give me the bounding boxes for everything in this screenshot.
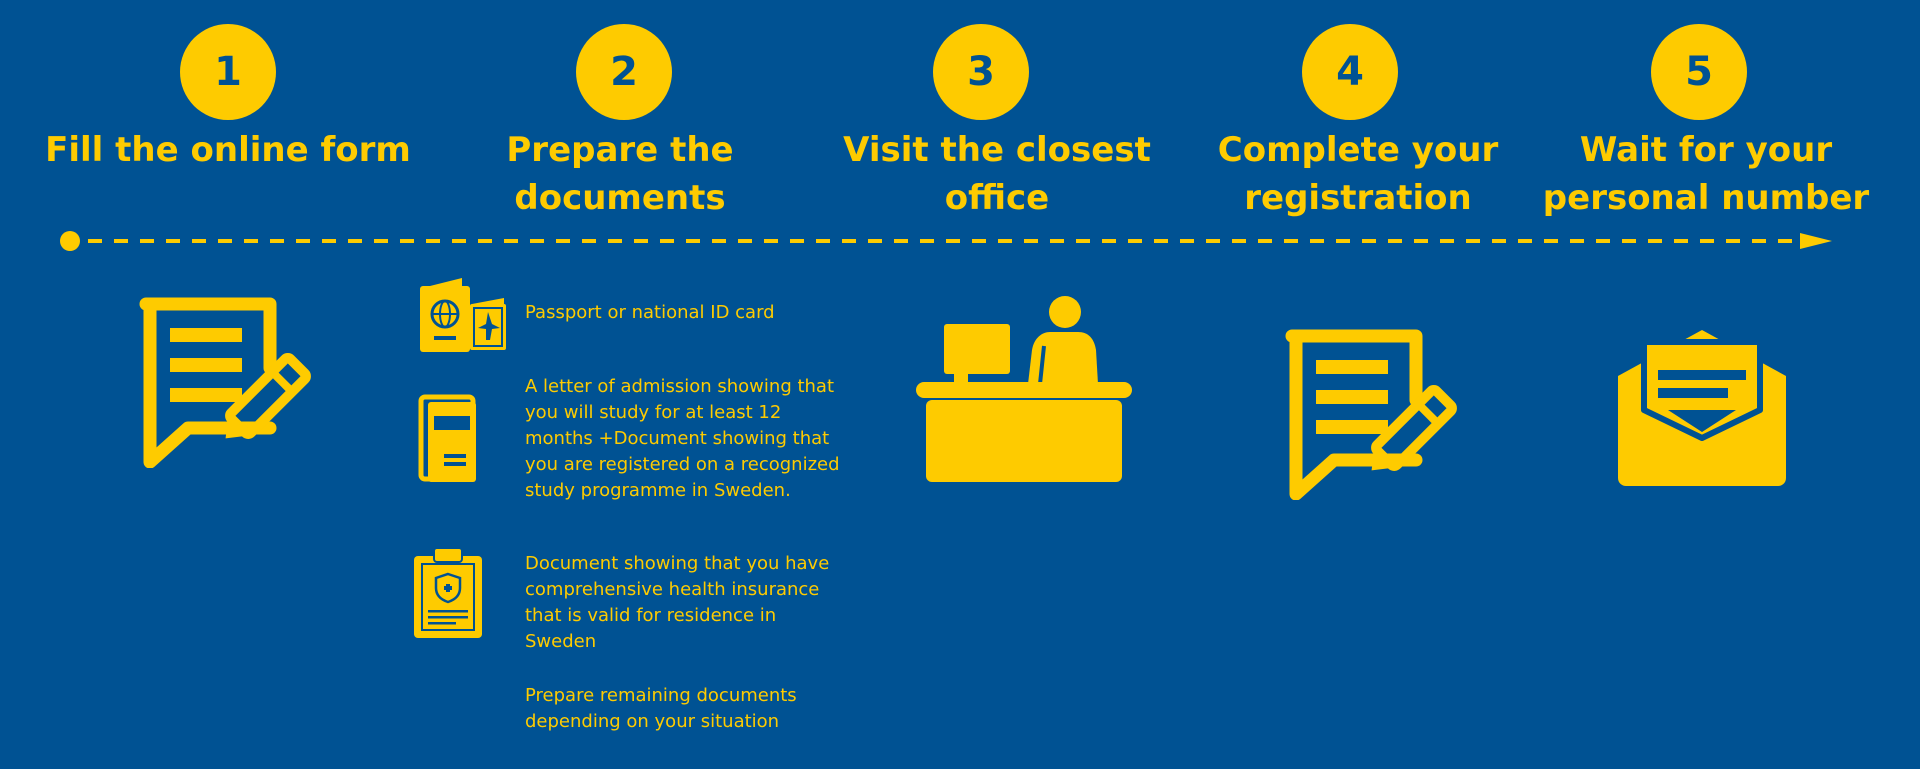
- step-2-title: Prepare the documents: [506, 130, 734, 218]
- step-2-number: 2: [576, 24, 672, 120]
- step-4-title: Complete your registration: [1217, 130, 1499, 218]
- document-admission-letter-text: A letter of admission showing that you w…: [525, 376, 840, 501]
- document-passport-text: Passport or national ID card: [525, 302, 775, 323]
- form-edit-icon: [138, 296, 318, 468]
- step-5-title: Wait for your personal number: [1542, 130, 1870, 218]
- step-4-number: 4: [1302, 24, 1398, 120]
- timeline-start-dot: [60, 231, 80, 251]
- step-1-title: Fill the online form: [45, 130, 411, 170]
- document-remaining-text: Prepare remaining documents depending on…: [525, 685, 797, 732]
- step-3-title: Visit the closest office: [843, 130, 1151, 218]
- timeline-arrowhead: [1800, 233, 1832, 249]
- open-envelope-icon: [1618, 326, 1786, 488]
- step-5-number: 5: [1651, 24, 1747, 120]
- form-edit-icon-registration: [1284, 328, 1464, 500]
- step-1-number: 1: [180, 24, 276, 120]
- document-health-insurance-text: Document showing that you have comprehen…: [525, 553, 830, 652]
- booklet-icon: [418, 394, 480, 488]
- office-desk-icon: [916, 292, 1132, 482]
- timeline-arrow: [60, 231, 1832, 251]
- passport-icon: [418, 274, 510, 360]
- step-3-number: 3: [933, 24, 1029, 120]
- insurance-clipboard-icon: [410, 544, 486, 646]
